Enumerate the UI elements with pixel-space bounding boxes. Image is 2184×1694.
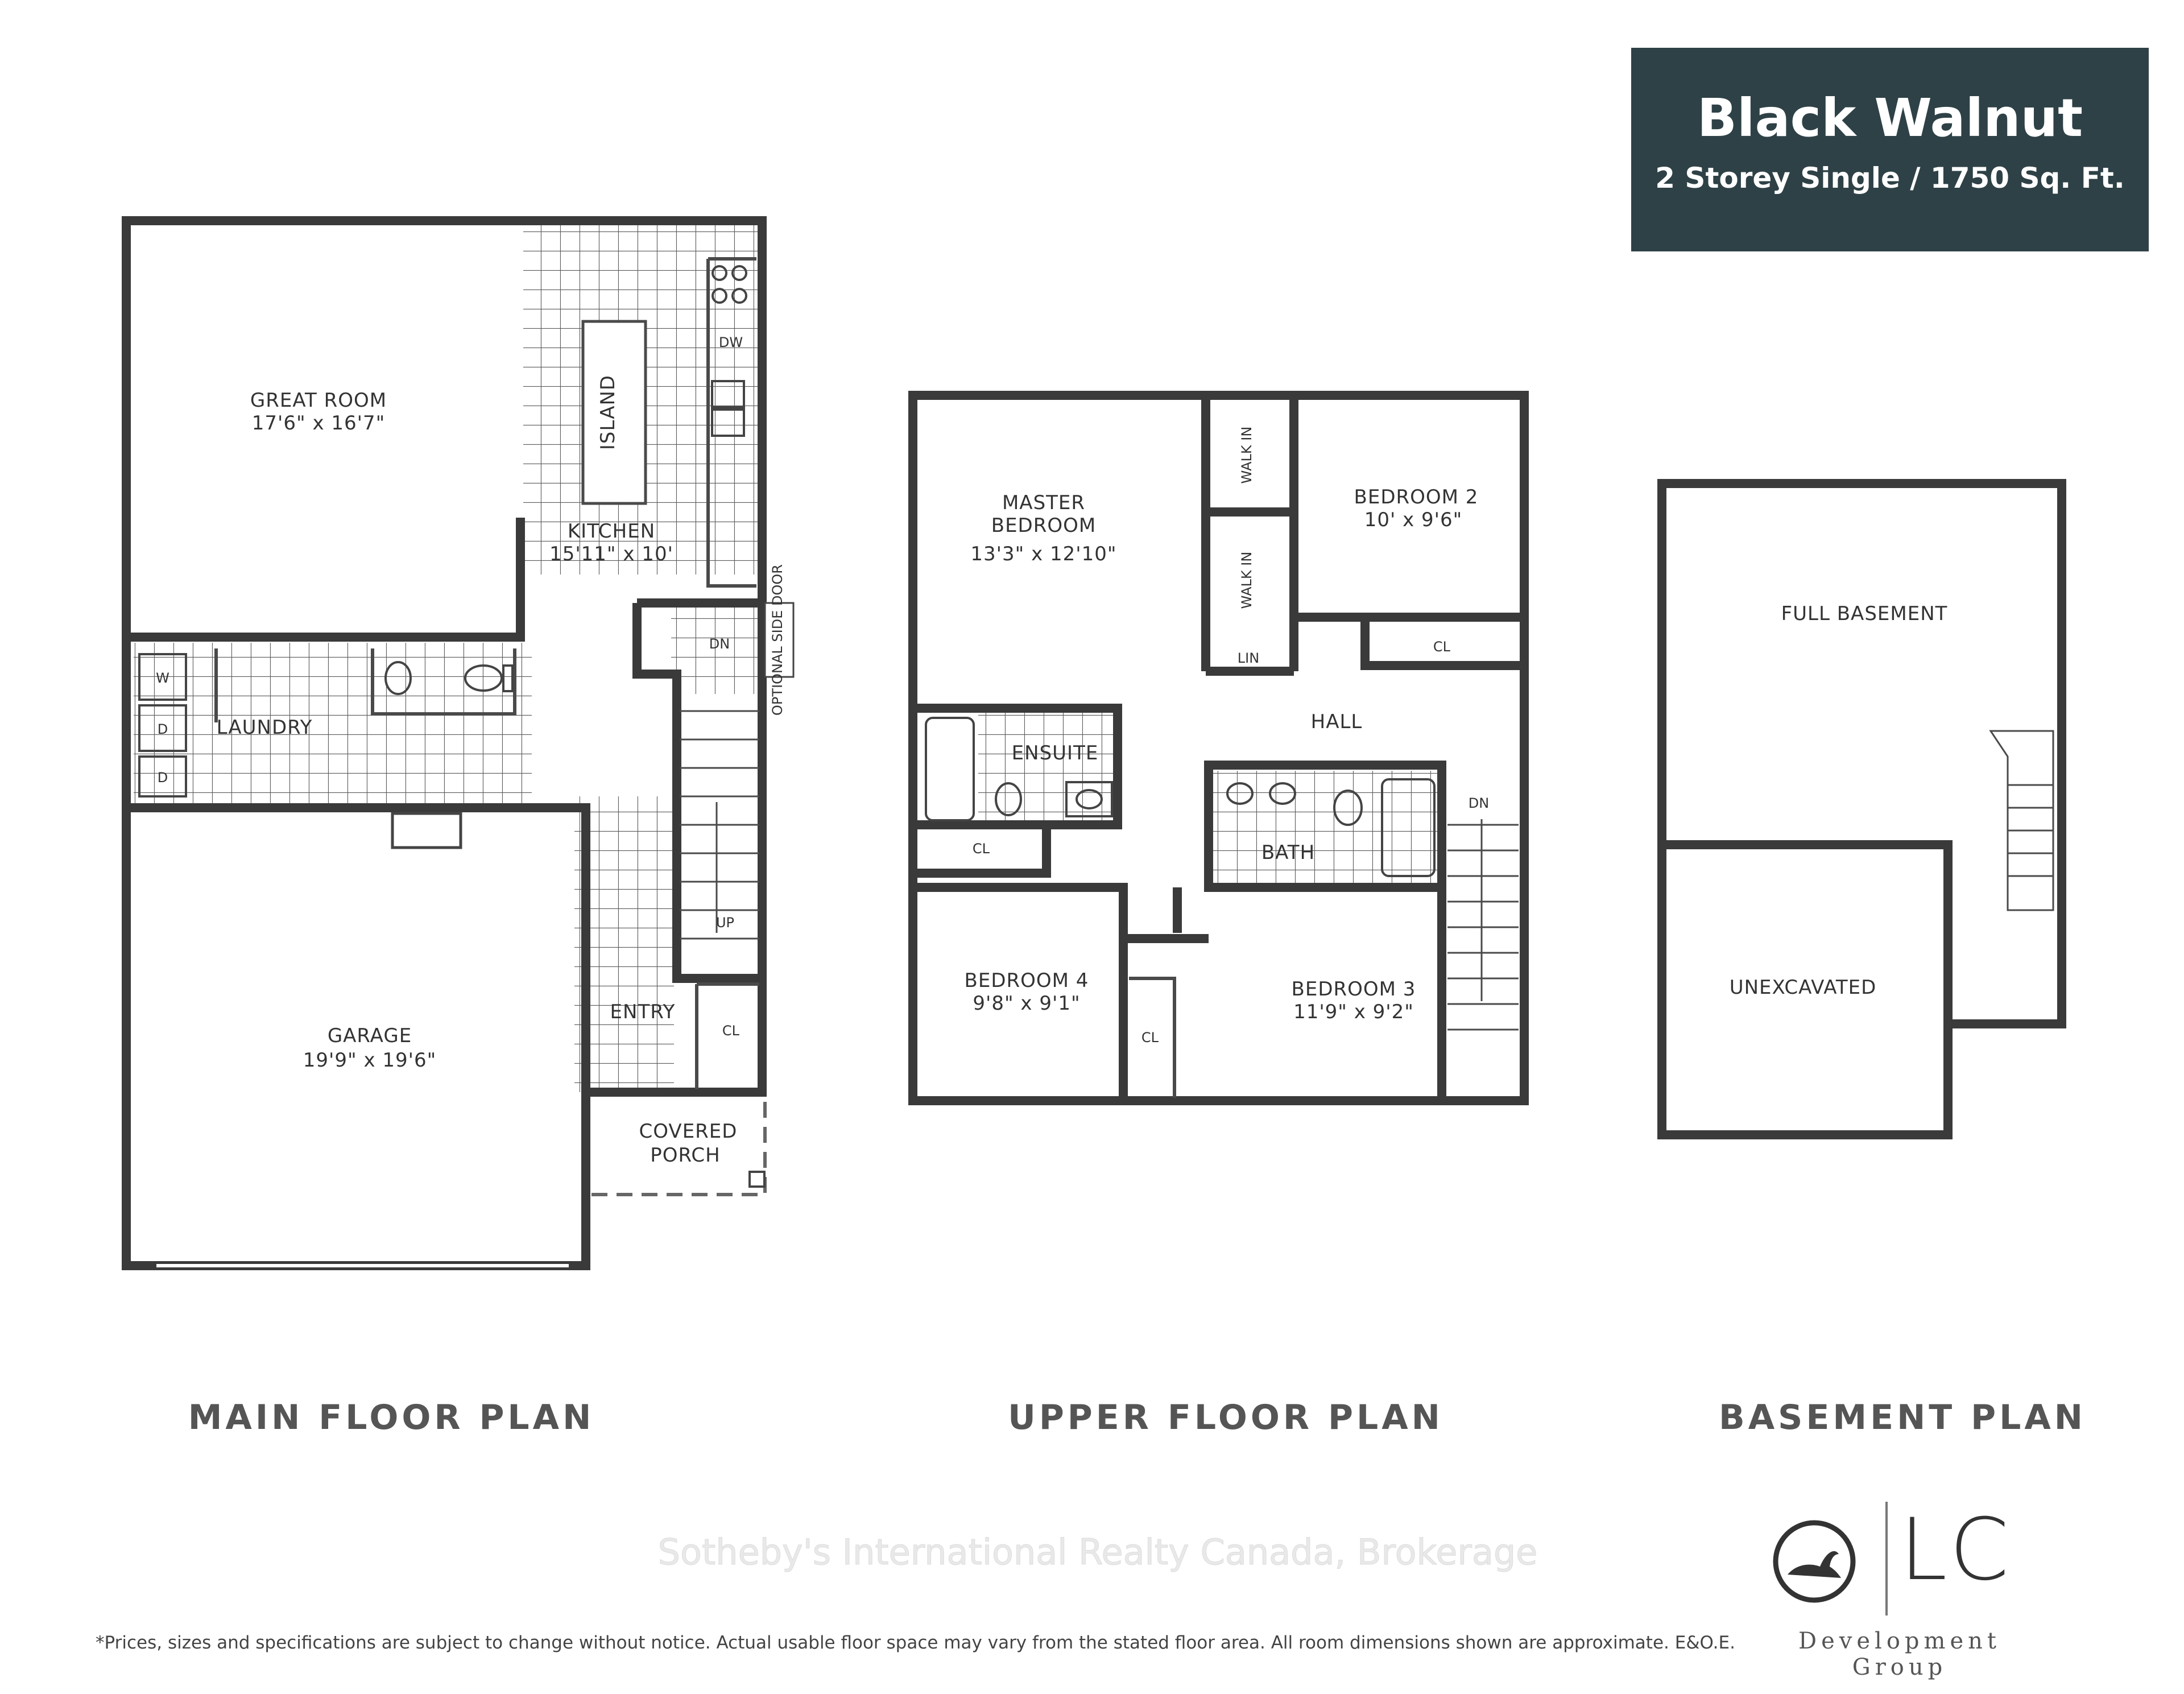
optional-side-door-box xyxy=(764,602,795,678)
basement-plan: FULL BASEMENT UNEXCAVATED BASEMENT PLAN xyxy=(1657,479,2086,1437)
walk-in-walls xyxy=(1201,395,1298,676)
main-floor-title: MAIN FLOOR PLAN xyxy=(188,1398,595,1437)
great-room-label: GREAT ROOM xyxy=(250,389,387,412)
bath-fixtures xyxy=(1226,778,1436,877)
island-label: ISLAND xyxy=(597,375,619,450)
kitchen-size: 15'11" x 10' xyxy=(549,543,673,565)
garage-steps xyxy=(391,812,462,849)
kitchen-counter xyxy=(706,257,756,588)
walk-in-1-label: WALK IN xyxy=(1239,427,1255,484)
logo-letters: LC xyxy=(1900,1501,2012,1600)
great-room-size: 17'6" x 16'7" xyxy=(252,412,386,435)
bedroom4-label: BEDROOM 4 xyxy=(965,969,1089,992)
swan-logo-icon xyxy=(1773,1520,1856,1603)
bedroom3-size: 11'9" x 9'2" xyxy=(1293,1001,1414,1023)
kitchen-sink-icon xyxy=(711,380,745,437)
linen-label: LIN xyxy=(1238,650,1259,666)
upper-floor-plan: MASTER BEDROOM 13'3" x 12'10" WALK IN WA… xyxy=(908,391,1529,1437)
kitchen-island xyxy=(581,320,647,505)
washer-label: W xyxy=(156,670,169,686)
unexcavated-walls xyxy=(1662,840,1953,1024)
full-basement-label: FULL BASEMENT xyxy=(1781,602,1948,625)
entry-tile-floor xyxy=(574,796,674,1092)
model-title-box: Black Walnut 2 Storey Single / 1750 Sq. … xyxy=(1631,48,2149,251)
upper-floor-title: UPPER FLOOR PLAN xyxy=(1008,1398,1443,1437)
covered-porch-outline xyxy=(592,1098,767,1196)
powder-room-walls xyxy=(214,648,516,722)
lc-development-logo: LC Development Group xyxy=(1769,1501,2030,1680)
model-name: Black Walnut xyxy=(1697,88,2083,148)
bedroom4-size: 9'8" x 9'1" xyxy=(973,992,1080,1015)
upper-stairs xyxy=(1447,819,1519,1031)
hall-label: HALL xyxy=(1311,710,1363,733)
basement-outer-walls xyxy=(1657,479,2066,1139)
main-floor-plan: GREAT ROOM 17'6" x 16'7" ISLAND KITCHEN … xyxy=(122,216,795,1437)
range-icon xyxy=(712,265,747,304)
upper-stair-down-label: DN xyxy=(1469,795,1489,811)
ensuite-label: ENSUITE xyxy=(1012,742,1099,765)
unit-d-label: D xyxy=(158,770,168,786)
ensuite-closet-label: CL xyxy=(973,841,990,857)
entry-closet-walls xyxy=(695,982,759,1089)
dishwasher-label: DW xyxy=(719,334,743,350)
covered-porch-label-1: COVERED xyxy=(639,1120,738,1143)
bedroom2-closet-label: CL xyxy=(1433,639,1451,655)
bath-tile-floor xyxy=(1211,771,1439,885)
bedroom2-size: 10' x 9'6" xyxy=(1364,509,1463,531)
entry-closet-label: CL xyxy=(722,1023,740,1039)
master-size: 13'3" x 12'10" xyxy=(970,543,1116,565)
upper-floor-outer-walls xyxy=(908,391,1529,1105)
logo-tagline: Development Group xyxy=(1798,1628,2001,1680)
kitchen-label: KITCHEN xyxy=(568,520,655,543)
garage-wall xyxy=(126,803,590,1266)
laundry-appliances xyxy=(138,653,187,798)
bedroom-walls xyxy=(913,883,1446,1101)
powder-fixtures xyxy=(384,661,514,695)
bedroom2-label: BEDROOM 2 xyxy=(1354,486,1479,509)
garage-label: GARAGE xyxy=(328,1024,412,1047)
model-subtitle: 2 Storey Single / 1750 Sq. Ft. xyxy=(1655,162,2125,195)
bath-label: BATH xyxy=(1261,841,1315,864)
entry-label: ENTRY xyxy=(610,1001,676,1023)
laundry-label: LAUNDRY xyxy=(217,716,313,739)
bedroom3-label: BEDROOM 3 xyxy=(1292,978,1416,1001)
dryer-label: D xyxy=(158,721,168,737)
bedroom2-walls xyxy=(1294,613,1524,670)
side-entry-tile-floor xyxy=(671,603,762,694)
basement-stairs xyxy=(1989,730,2054,911)
basement-title: BASEMENT PLAN xyxy=(1719,1398,2086,1437)
walk-in-2-label: WALK IN xyxy=(1239,552,1255,609)
stairs xyxy=(680,710,759,940)
master-label-1: MASTER xyxy=(1002,491,1085,514)
bedroom3-closet-label: CL xyxy=(1141,1030,1159,1046)
disclaimer-text: *Prices, sizes and specifications are su… xyxy=(96,1633,1735,1653)
master-label-2: BEDROOM xyxy=(991,514,1096,537)
bedroom3-closet xyxy=(1129,977,1176,1098)
covered-porch-label-2: PORCH xyxy=(650,1144,721,1167)
stair-walls xyxy=(632,598,762,983)
main-stair-up-label: UP xyxy=(716,915,734,931)
ensuite-tile-floor xyxy=(978,711,1118,825)
ensuite-walls xyxy=(913,704,1122,878)
great-room-wall xyxy=(126,518,525,642)
logo-divider xyxy=(1885,1502,1888,1616)
unexcavated-label: UNEXCAVATED xyxy=(1730,976,1877,999)
ensuite-fixtures xyxy=(925,717,1113,821)
main-stair-down-label: DN xyxy=(709,636,730,652)
garage-size: 19'9" x 19'6" xyxy=(303,1049,437,1072)
brokerage-watermark: Sotheby's International Realty Canada, B… xyxy=(657,1531,1538,1573)
laundry-tile-floor xyxy=(134,643,532,808)
porch-post xyxy=(748,1171,766,1188)
optional-side-door-label: OPTIONAL SIDE DOOR xyxy=(770,564,785,716)
